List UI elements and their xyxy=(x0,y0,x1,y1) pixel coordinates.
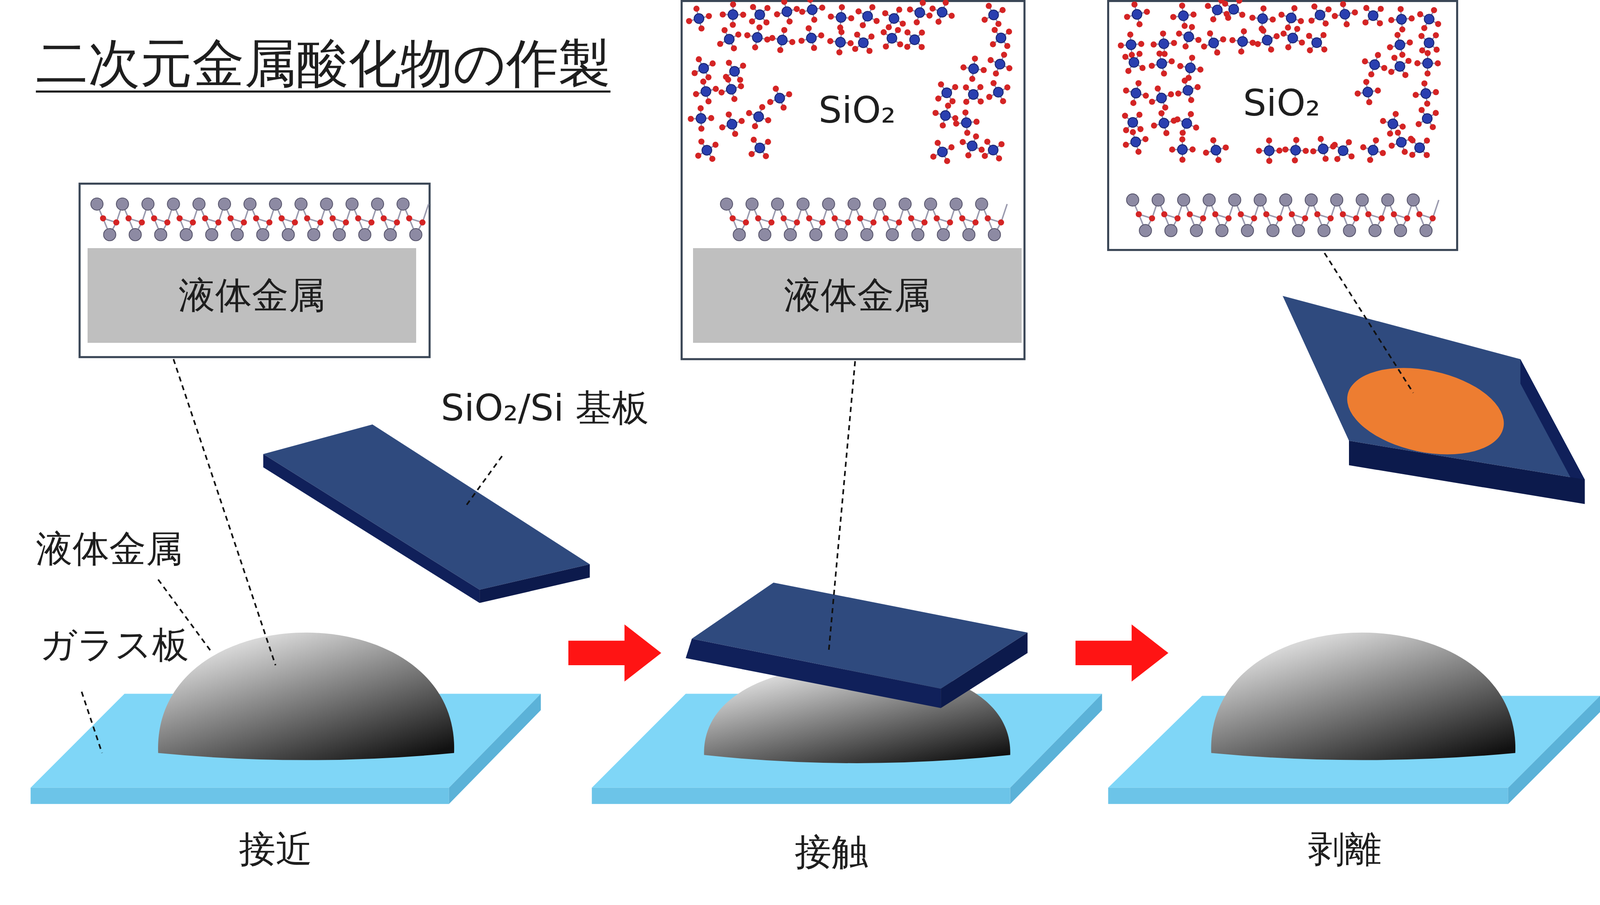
step-arrow xyxy=(1075,624,1169,682)
liquid-metal-droplet xyxy=(1210,632,1516,761)
material-label: SiO₂ xyxy=(816,90,899,131)
substrate xyxy=(1282,295,1585,504)
inset-box xyxy=(681,0,1025,360)
part-label: 液体金属 xyxy=(35,528,183,570)
liquid-metal-band: 液体金属 xyxy=(87,248,417,344)
substrate xyxy=(685,582,1028,709)
band-label: 液体金属 xyxy=(783,275,931,316)
liquid-metal-droplet xyxy=(158,632,455,761)
step-label: 接近 xyxy=(238,828,313,870)
liquid-metal-band: 液体金属 xyxy=(693,248,1022,344)
inset-box xyxy=(79,183,430,357)
step-label: 剥離 xyxy=(1308,828,1382,870)
band-label: 液体金属 xyxy=(178,275,326,316)
step-arrow xyxy=(568,624,662,682)
substrate xyxy=(263,424,590,603)
step-label: 接触 xyxy=(794,831,869,873)
part-label: ガラス板 xyxy=(39,624,189,666)
title: 二次元金属酸化物の作製 xyxy=(35,35,611,93)
inset-box xyxy=(1108,0,1458,250)
material-label: SiO₂ xyxy=(1240,82,1323,124)
substrate-label: SiO₂/Si 基板 xyxy=(440,387,649,429)
